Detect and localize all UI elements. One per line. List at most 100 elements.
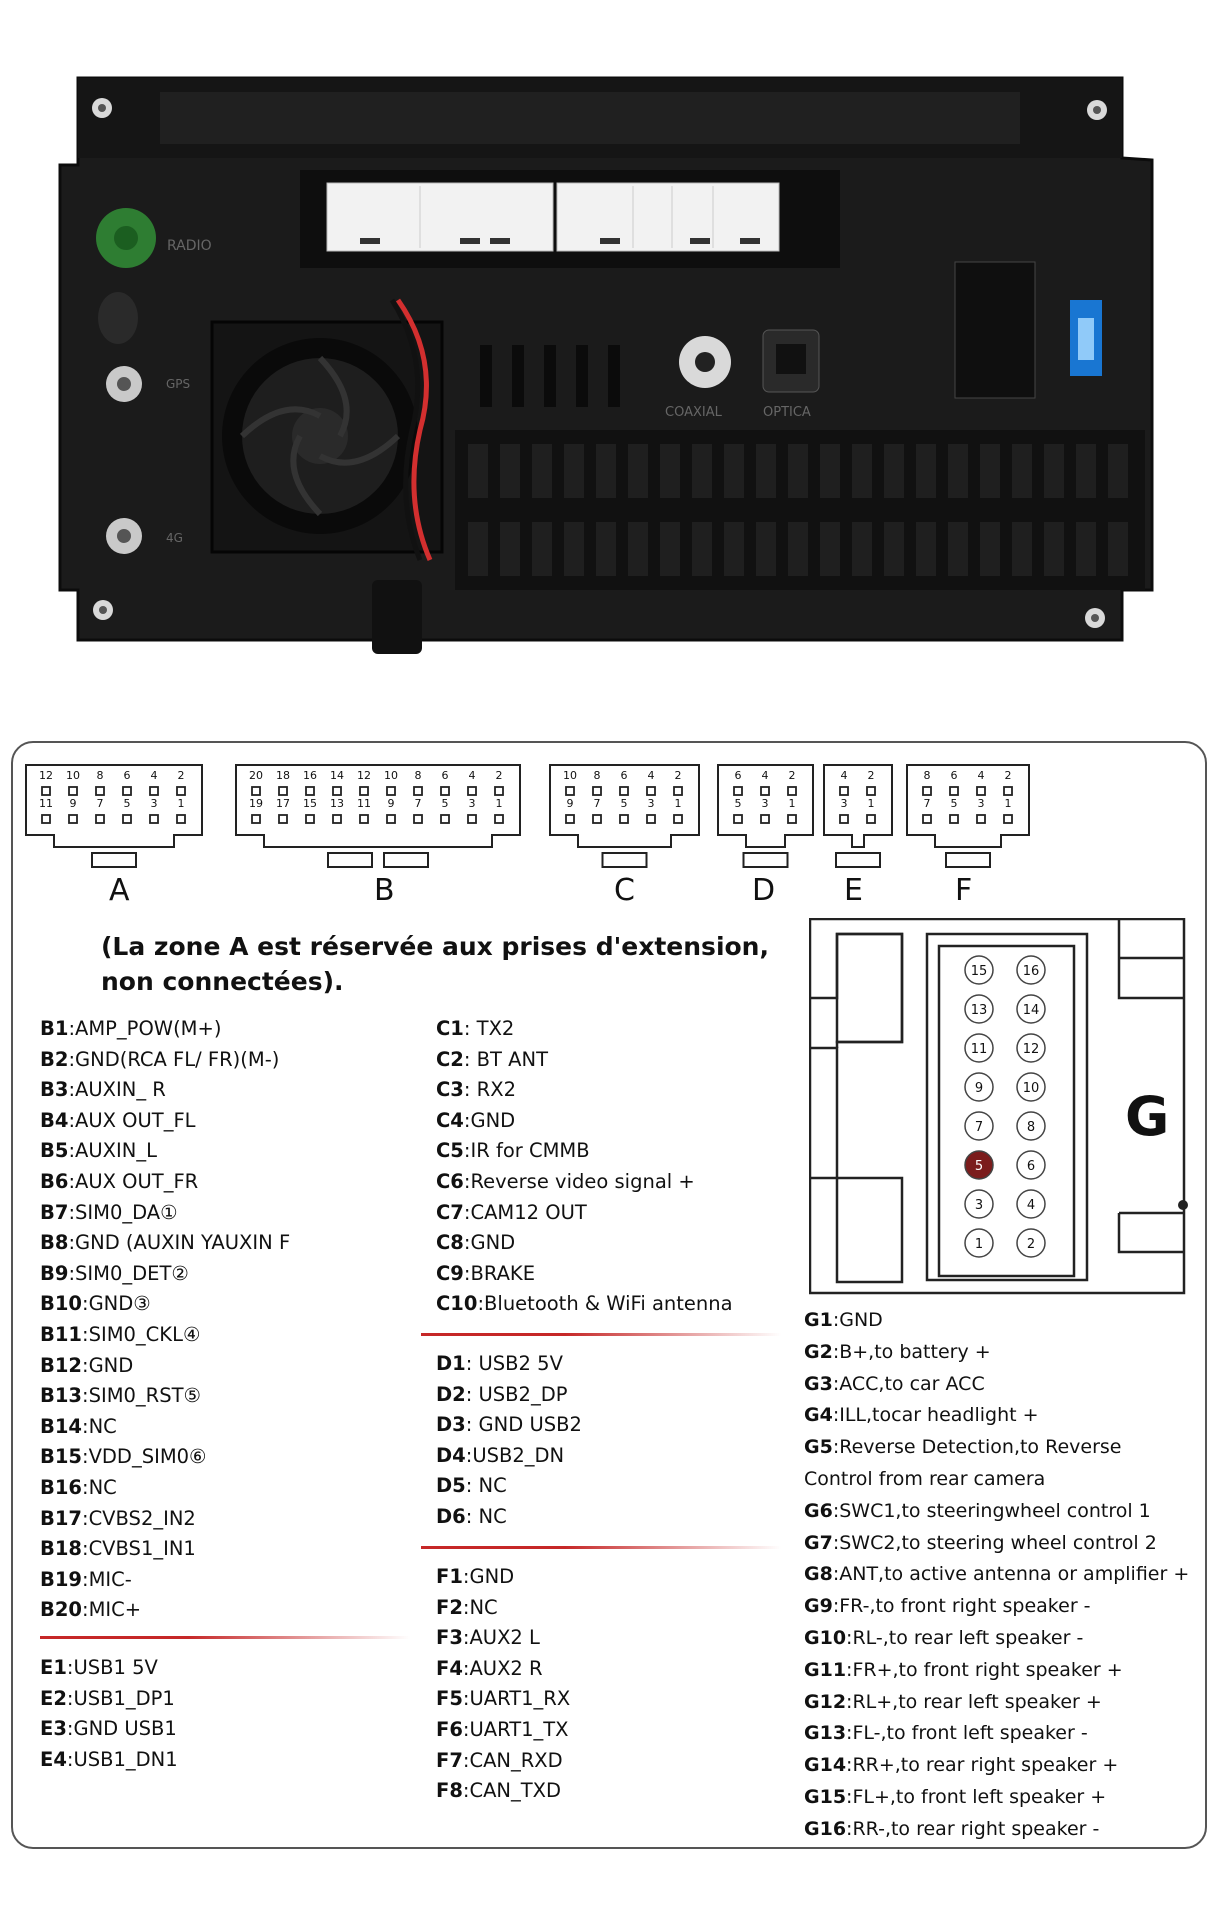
pin-function: : NC <box>465 1474 507 1498</box>
g-pin-circle <box>1016 955 1046 985</box>
coaxial-label: COAXIAL <box>665 405 723 420</box>
g-pin-number: 3 <box>975 1198 983 1213</box>
pin-code: C7 <box>436 1200 464 1224</box>
g-pin-circle <box>1016 1150 1046 1180</box>
pin-number: 10 <box>66 769 80 782</box>
pin-socket <box>359 786 369 796</box>
pin-function: :NC <box>82 1414 117 1438</box>
pin-code: C6 <box>436 1169 464 1193</box>
pin-entry: F2:NC <box>436 1593 570 1624</box>
pin-code: B2 <box>40 1047 69 1071</box>
g-pin-number: 9 <box>975 1081 983 1096</box>
pin-function: :RR+,to rear right speaker + <box>846 1754 1119 1777</box>
pin-number: 7 <box>594 797 601 810</box>
pin-socket <box>592 786 602 796</box>
pin-socket <box>922 814 932 824</box>
pin-entry: C8:GND <box>436 1228 733 1259</box>
pin-socket <box>41 814 51 824</box>
pin-number: 10 <box>563 769 577 782</box>
pin-function: :AUX OUT_FL <box>68 1108 196 1132</box>
pin-entry: F1:GND <box>436 1562 570 1593</box>
note-line-1: (La zone A est réservée aux prises d'ext… <box>101 932 769 961</box>
pin-socket <box>305 786 315 796</box>
pin-code: G6 <box>804 1499 833 1522</box>
coaxial-port: COAXIAL <box>665 336 731 420</box>
pin-function: :USB1_DN1 <box>66 1747 178 1771</box>
pin-entry: B11:SIM0_CKL④ <box>40 1320 290 1351</box>
pin-number: 3 <box>762 797 769 810</box>
g-pin-circle <box>964 1033 994 1063</box>
pin-entry: B2:GND(RCA FL/ FR)(M-) <box>40 1045 290 1076</box>
pin-code: B6 <box>40 1169 69 1193</box>
pin-entry: F8:CAN_TXD <box>436 1776 570 1807</box>
vent-slots <box>480 345 620 407</box>
pin-number: 4 <box>978 769 985 782</box>
pin-socket <box>733 786 743 796</box>
pin-socket <box>278 814 288 824</box>
pin-socket <box>68 786 78 796</box>
pin-number: 11 <box>357 797 371 810</box>
g-pin-number: 8 <box>1027 1120 1035 1135</box>
pin-entry: B18:CVBS1_IN1 <box>40 1534 290 1565</box>
pin-code: C3 <box>436 1078 464 1102</box>
g-pin-circle <box>1016 994 1046 1024</box>
pin-number: 4 <box>841 769 848 782</box>
pin-entry: C9:BRAKE <box>436 1259 733 1290</box>
pin-socket <box>673 786 683 796</box>
head-unit-rear-photo: RADIO GPS 4G COAXIAL OPTICA <box>58 76 1154 654</box>
pin-number: 5 <box>735 797 742 810</box>
pin-entry: G15:FL+,to front left speaker + <box>804 1782 1189 1814</box>
pin-number: 19 <box>249 797 263 810</box>
pin-function: :RL-,to rear left speaker - <box>846 1626 1084 1649</box>
pin-function: :CAN_TXD <box>462 1779 562 1803</box>
pin-code: F1 <box>436 1565 463 1588</box>
fan-wire <box>395 298 433 561</box>
connector-b-letter: B <box>374 873 395 908</box>
connector-latch <box>601 852 648 868</box>
pin-socket <box>122 814 132 824</box>
pin-function: :ACC,to car ACC <box>832 1372 985 1395</box>
pin-number: 1 <box>178 797 185 810</box>
connector-e-letter: E <box>844 873 863 908</box>
pin-socket <box>646 814 656 824</box>
pin-socket <box>332 786 342 796</box>
pin-function: :MIC- <box>82 1567 132 1591</box>
pin-entry: B7:SIM0_DA① <box>40 1198 290 1229</box>
pin-code: E1 <box>40 1656 67 1679</box>
pin-function: :UART1_RX <box>462 1687 571 1711</box>
g-pin-number: 10 <box>1023 1081 1040 1096</box>
pin-function: Control from rear camera <box>804 1467 1046 1490</box>
pin-function: : GND USB2 <box>465 1413 582 1437</box>
g-pin-circle <box>1016 1072 1046 1102</box>
pin-number: 2 <box>496 769 503 782</box>
pin-number: 7 <box>97 797 104 810</box>
pin-number: 1 <box>789 797 796 810</box>
pin-code: G10 <box>804 1626 847 1649</box>
pin-socket <box>95 786 105 796</box>
pin-entry: G11:FR+,to front right speaker + <box>804 1655 1189 1687</box>
pin-number: 2 <box>178 769 185 782</box>
pin-function: :CVBS2_IN2 <box>82 1506 196 1530</box>
pin-code: E2 <box>40 1686 67 1710</box>
pin-number: 1 <box>675 797 682 810</box>
pin-entry: G9:FR-,to front right speaker - <box>804 1591 1189 1623</box>
pin-socket <box>866 786 876 796</box>
right-pin-header <box>954 261 1102 399</box>
pin-entry: B13:SIM0_RST⑤ <box>40 1381 290 1412</box>
pin-function: :MIC+ <box>82 1598 142 1622</box>
pin-socket <box>251 814 261 824</box>
pin-number: 4 <box>151 769 158 782</box>
pin-function: : NC <box>465 1504 507 1528</box>
connector-latch <box>742 852 789 868</box>
pin-number: 1 <box>496 797 503 810</box>
connector-latch <box>835 852 881 868</box>
pin-code: B14 <box>40 1414 82 1438</box>
pin-function: :GND <box>462 1565 515 1588</box>
pin-socket <box>278 786 288 796</box>
g-pin-number: 5 <box>975 1159 983 1174</box>
